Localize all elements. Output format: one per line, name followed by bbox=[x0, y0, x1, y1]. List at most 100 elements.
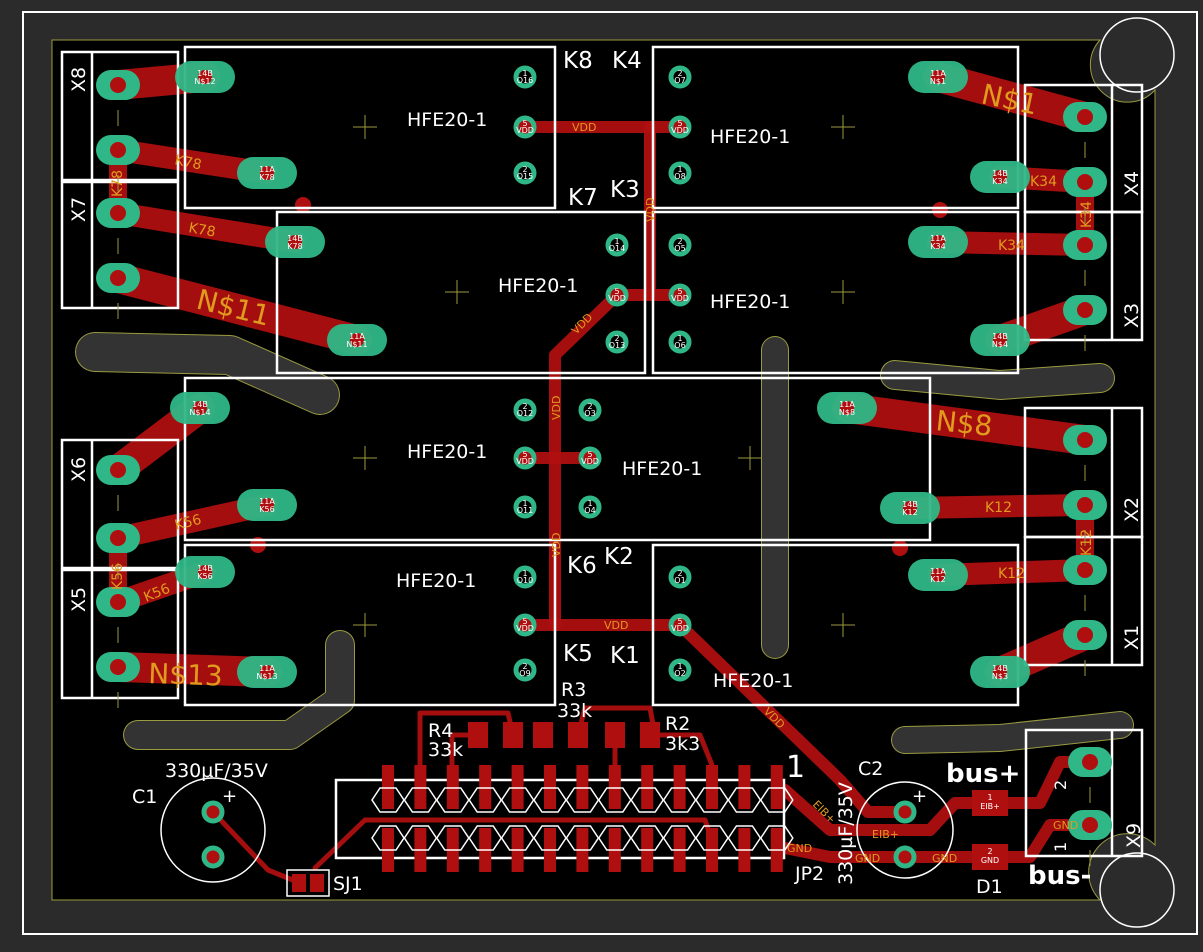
pad-pin: 14B bbox=[197, 564, 213, 573]
terminal-pad[interactable] bbox=[1063, 230, 1107, 260]
jp2-pin-top[interactable] bbox=[544, 765, 556, 809]
terminal-pad[interactable] bbox=[96, 652, 140, 682]
capacitor-pad[interactable] bbox=[893, 800, 917, 824]
terminal-pad[interactable] bbox=[1063, 167, 1107, 197]
terminal-pad[interactable] bbox=[96, 198, 140, 228]
capacitor-pad[interactable] bbox=[201, 845, 225, 869]
terminal-pad[interactable] bbox=[96, 135, 140, 165]
jp2-pin-top[interactable] bbox=[770, 765, 783, 809]
jp2-pin-top[interactable] bbox=[446, 765, 459, 809]
pin-net: O7 bbox=[674, 76, 685, 85]
pad-net: N$1 bbox=[930, 77, 946, 86]
net-label-vdd: VDD bbox=[644, 198, 657, 222]
jp2-pin-top[interactable] bbox=[382, 765, 394, 809]
capacitor-pad[interactable] bbox=[893, 845, 917, 869]
ref-x5: X5 bbox=[68, 587, 90, 612]
resistor-pads[interactable] bbox=[468, 722, 660, 748]
relay-pin-pad[interactable]: 2O7 bbox=[668, 65, 692, 89]
jp2-pin-top[interactable] bbox=[673, 765, 686, 809]
pad-net: N$12 bbox=[194, 77, 215, 86]
relay-pin-pad[interactable]: 2O9 bbox=[513, 658, 537, 682]
relay-pin-pad[interactable]: 2O1 bbox=[668, 565, 692, 589]
pin-number: 5 bbox=[587, 450, 592, 459]
pads[interactable]: 1O165VDD2O152O75VDD1O81O145VDD2O132O55VD… bbox=[96, 61, 1112, 869]
terminal-pad[interactable] bbox=[96, 523, 140, 553]
jp2-pin-top[interactable] bbox=[706, 765, 718, 809]
diode-pad-1[interactable] bbox=[972, 790, 1008, 816]
connector-jp2[interactable] bbox=[334, 765, 794, 872]
value-r3: 33k bbox=[557, 700, 592, 722]
jp2-pin-top[interactable] bbox=[608, 765, 621, 809]
terminal-pad[interactable] bbox=[1063, 490, 1107, 520]
jp2-pin-top[interactable] bbox=[414, 765, 427, 809]
terminal-pad[interactable] bbox=[1068, 747, 1112, 777]
terminal-pad[interactable] bbox=[96, 263, 140, 293]
pin-net: O15 bbox=[517, 172, 533, 181]
relay-pin-pad[interactable]: 2O5 bbox=[668, 233, 692, 257]
terminal-pad[interactable] bbox=[1063, 555, 1107, 585]
solder-jumper-pad[interactable] bbox=[310, 874, 324, 892]
terminal-pad[interactable] bbox=[96, 70, 140, 100]
jp2-pin-top[interactable] bbox=[738, 765, 751, 809]
terminal-pad[interactable] bbox=[1063, 102, 1107, 132]
relay-pin-pad[interactable]: 1O4 bbox=[578, 495, 602, 519]
ref-k7: K7 bbox=[568, 185, 598, 211]
pin-number: 2 bbox=[677, 69, 682, 78]
terminal-pad[interactable] bbox=[1068, 810, 1112, 840]
capacitor-pad[interactable] bbox=[201, 800, 225, 824]
diode-pad-2[interactable] bbox=[972, 844, 1008, 870]
jp2-pin-top[interactable] bbox=[479, 765, 492, 809]
bus-plus-label: bus+ bbox=[946, 759, 1020, 789]
value-k5: HFE20-1 bbox=[396, 570, 476, 592]
jp2-pin-top[interactable] bbox=[641, 765, 654, 809]
ref-r2: R2 bbox=[665, 713, 690, 735]
jp2-pin-top[interactable] bbox=[511, 765, 524, 809]
relay-pin-pad[interactable]: 1O6 bbox=[668, 330, 692, 354]
terminal-pad[interactable] bbox=[1063, 425, 1107, 455]
terminal-pad[interactable] bbox=[1063, 620, 1107, 650]
relay-pin-pad[interactable]: 1O8 bbox=[668, 161, 692, 185]
relay-pin-pad[interactable]: 1O2 bbox=[668, 658, 692, 682]
pad-net: N$3 bbox=[992, 672, 1008, 681]
relay-pin-pad[interactable]: 2O3 bbox=[578, 398, 602, 422]
solder-jumper-pad[interactable] bbox=[292, 874, 306, 892]
terminal-pad[interactable] bbox=[96, 587, 140, 617]
value-k2: HFE20-1 bbox=[622, 458, 702, 480]
jp2-pin-top[interactable] bbox=[576, 765, 589, 809]
terminal-pad[interactable] bbox=[96, 455, 140, 485]
terminal-pad[interactable] bbox=[1063, 295, 1107, 325]
